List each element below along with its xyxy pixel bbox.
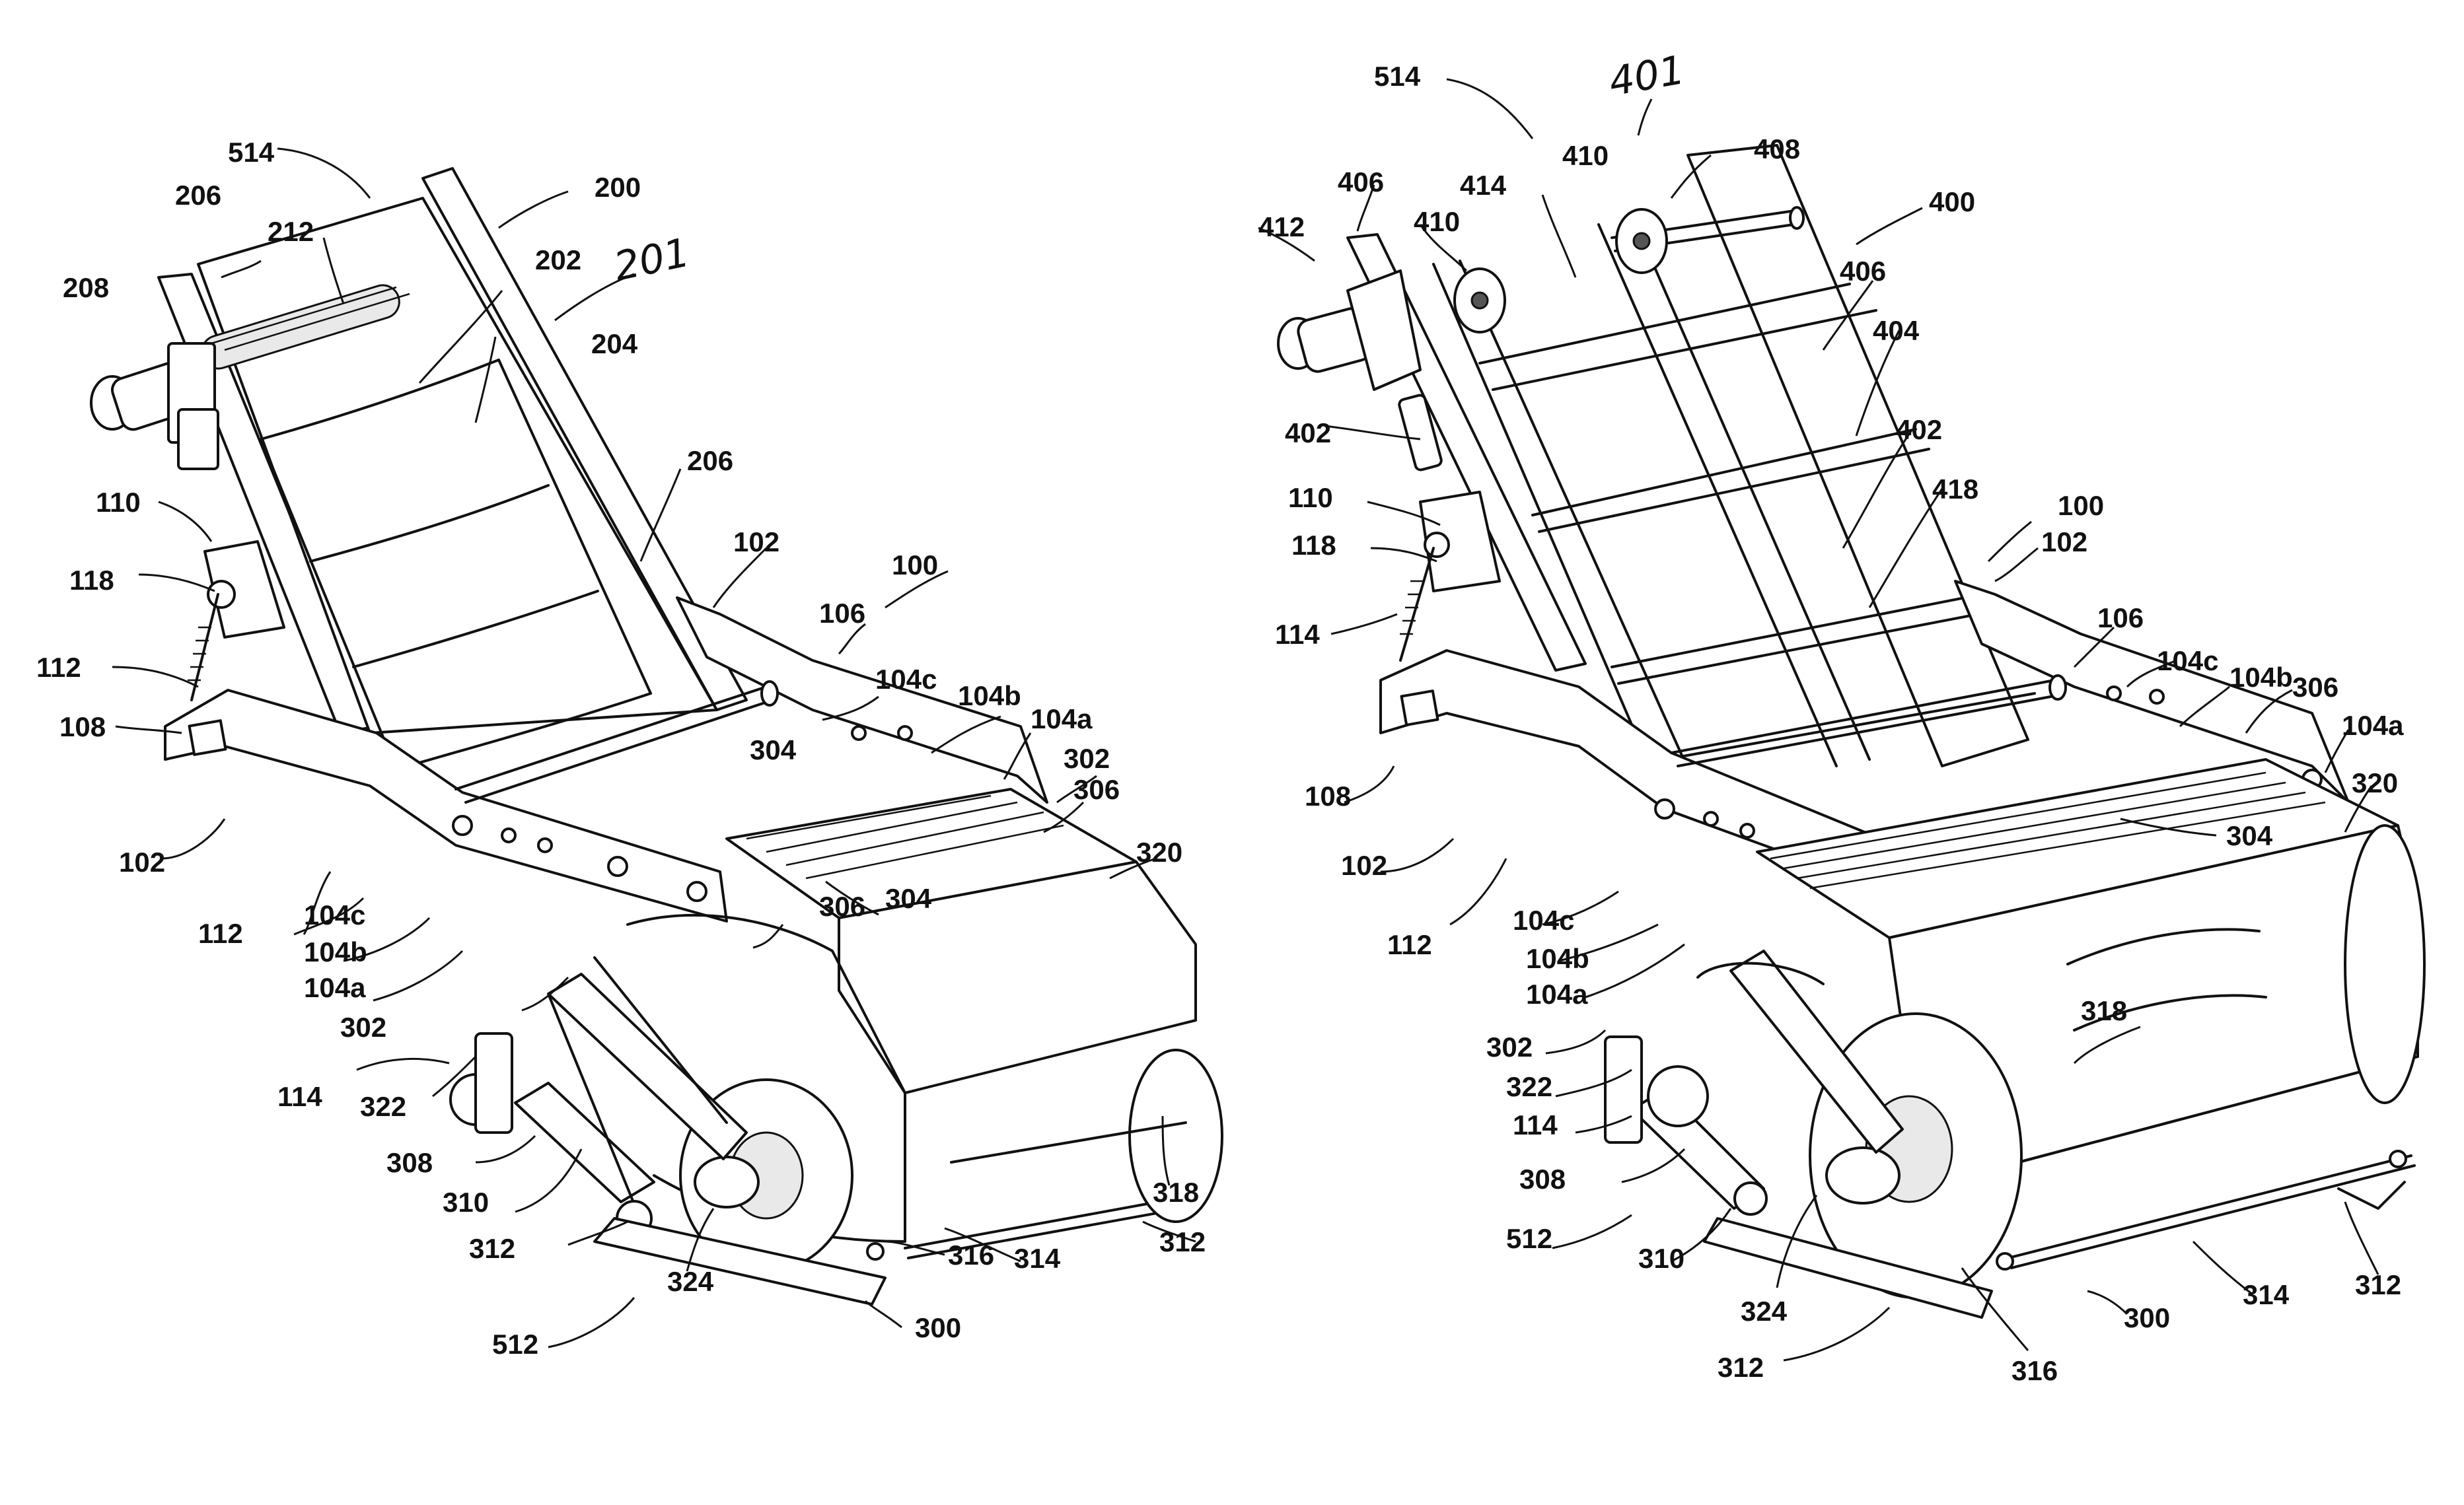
right-reference-numeral: 102: [1341, 850, 1387, 881]
right-reference-numeral: 414: [1460, 170, 1507, 201]
right-reference-numeral: 306: [2292, 672, 2338, 703]
left-reference-numeral: 118: [69, 565, 114, 596]
right-reference-numeral: 512: [1506, 1223, 1552, 1254]
right-reference-numeral: 324: [1741, 1296, 1788, 1327]
left-reference-numeral: 308: [386, 1147, 433, 1178]
left-reference-numeral: 306: [1073, 774, 1120, 805]
left-reference-numeral: 110: [96, 487, 141, 518]
right-reference-numeral: 316: [2011, 1355, 2058, 1386]
right-reference-numeral: 312: [1718, 1352, 1764, 1383]
right-reference-numeral: 514: [1374, 61, 1421, 92]
left-reference-numeral: 514: [228, 137, 275, 168]
right-reference-numeral: 110: [1288, 482, 1333, 513]
left-reference-numeral: 300: [915, 1312, 961, 1343]
right-reference-numeral: 314: [2243, 1279, 2290, 1310]
right-reference-numeral: 312: [2355, 1269, 2401, 1300]
left-reference-numeral: 104a: [304, 972, 366, 1003]
left-reference-numeral: 102: [733, 526, 779, 557]
right-reference-numeral: 322: [1506, 1071, 1552, 1102]
left-reference-numeral: 201: [610, 229, 694, 290]
right-reference-numeral: 310: [1638, 1243, 1685, 1274]
right-reference-numeral: 112: [1387, 929, 1432, 960]
left-reference-numeral: 104c: [875, 664, 937, 695]
left-reference-numeral: 112: [36, 652, 81, 683]
right-reference-numeral: 118: [1291, 530, 1336, 561]
left-reference-numeral: 320: [1136, 837, 1182, 868]
right-reference-numeral: 302: [1486, 1032, 1533, 1063]
right-assembly: [1278, 145, 2424, 1317]
left-reference-numeral: 314: [1014, 1243, 1061, 1274]
left-reference-numeral: 106: [819, 598, 865, 629]
right-reference-numeral: 410: [1562, 140, 1609, 171]
left-reference-numeral: 304: [885, 883, 932, 914]
right-collection-unit: [1605, 759, 2424, 1317]
left-reference-numeral: 102: [119, 847, 165, 878]
left-reference-numeral: 206: [687, 445, 733, 476]
right-reference-numeral: 114: [1275, 619, 1320, 650]
right-reference-numeral: 320: [2352, 767, 2398, 798]
right-reference-numeral: 402: [1285, 417, 1331, 448]
left-reference-numeral: 104b: [958, 680, 1021, 711]
right-reference-numeral: 300: [2124, 1302, 2170, 1333]
left-reference-numeral: 212: [268, 216, 314, 247]
left-reference-numeral: 204: [591, 328, 638, 359]
left-reference-numeral: 202: [535, 244, 581, 275]
left-reference-numeral: 108: [59, 711, 106, 742]
right-reference-numeral: 104b: [2229, 662, 2293, 693]
right-reference-numeral: 114: [1513, 1109, 1558, 1140]
left-reference-numeral: 104c: [304, 899, 365, 930]
right-reference-numeral: 418: [1932, 473, 1978, 505]
left-reference-numeral: 206: [175, 180, 221, 211]
right-reference-numeral: 106: [2097, 602, 2144, 633]
right-reference-numeral: 100: [2058, 490, 2104, 521]
right-reference-numeral: 406: [1840, 256, 1886, 287]
left-reference-numeral: 310: [443, 1187, 489, 1218]
right-reference-numeral: 104c: [2157, 645, 2218, 676]
left-reference-numeral: 306: [819, 891, 865, 922]
right-reference-numeral: 404: [1873, 315, 1920, 346]
left-reference-numeral: 208: [63, 272, 109, 303]
right-reference-numeral: 104c: [1513, 905, 1574, 936]
left-reference-numeral: 318: [1153, 1177, 1199, 1208]
right-reference-numeral: 104a: [2342, 710, 2404, 741]
left-reference-numeral: 304: [750, 734, 797, 765]
right-reference-numeral: 400: [1929, 186, 1975, 217]
right-reference-numeral: 412: [1258, 211, 1305, 242]
right-reference-numeral: 108: [1305, 781, 1351, 812]
left-assembly: [91, 168, 1222, 1304]
right-reference-numeral: 304: [2226, 820, 2273, 851]
left-reference-numeral: 200: [595, 172, 641, 203]
right-reference-numeral: 104b: [1526, 943, 1589, 974]
left-reference-numeral: 100: [892, 549, 938, 580]
right-reference-numeral: 102: [2041, 526, 2087, 557]
left-reference-numeral: 302: [1064, 743, 1110, 774]
left-reference-numeral: 512: [492, 1329, 538, 1360]
right-reference-numeral: 406: [1338, 166, 1384, 197]
right-reference-numeral: 408: [1754, 133, 1800, 164]
left-reference-numeral: 316: [948, 1240, 994, 1271]
left-reference-numeral: 312: [1159, 1226, 1206, 1257]
right-reference-numeral: 308: [1519, 1164, 1566, 1195]
left-reference-numeral: 302: [340, 1012, 386, 1043]
left-reference-numeral: 104b: [304, 936, 367, 967]
left-reference-numeral: 324: [667, 1266, 714, 1297]
left-reference-numeral: 322: [360, 1091, 406, 1122]
left-reference-numeral: 312: [469, 1233, 515, 1264]
right-reference-numeral: 402: [1896, 414, 1942, 445]
right-reference-numeral: 401: [1605, 47, 1688, 106]
left-reference-numeral: 104a: [1031, 703, 1093, 734]
left-reference-numeral: 112: [198, 918, 243, 949]
left-reference-numeral: 114: [277, 1081, 322, 1112]
right-reference-numeral: 104a: [1526, 979, 1588, 1010]
right-reference-numeral: 410: [1414, 206, 1460, 237]
right-reference-numeral: 318: [2081, 995, 2127, 1026]
